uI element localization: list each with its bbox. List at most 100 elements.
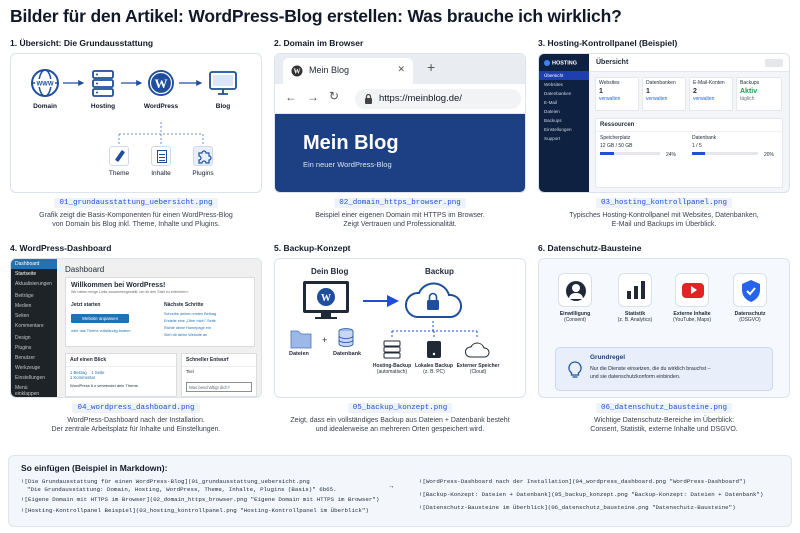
meter-value: 1 / 5 — [692, 143, 702, 149]
target-sub: (Cloud) — [469, 369, 487, 375]
filename-label: 06_datenschutz_bausteine.png — [595, 403, 733, 413]
subnode-label: Theme — [108, 170, 130, 177]
browser-tab[interactable]: W Mein Blog ✕ — [283, 58, 413, 84]
url-text: https://meinblog.de/ — [379, 93, 462, 104]
monitor-icon — [209, 71, 237, 95]
col-title: Nächste Schritte — [164, 302, 204, 308]
target-local: Lokales Backup (z. B. PC) — [409, 363, 459, 375]
stat-card[interactable]: E-Mail-Konten 2 verwalten — [689, 77, 733, 111]
back-icon[interactable]: ← — [285, 90, 297, 104]
new-tab-icon[interactable]: + — [427, 59, 436, 75]
stat-label: E-Mail-Konten — [693, 80, 725, 86]
glance-item[interactable]: 1 Kommentar — [70, 375, 96, 380]
forward-icon[interactable]: → — [307, 90, 319, 104]
section-backup: 5. Backup-Konzept Dein Blog Backup W + — [274, 243, 526, 435]
stat-link[interactable]: verwalten — [693, 96, 715, 102]
target-sub: (automatisch) — [376, 369, 408, 375]
next-step-link[interactable]: Erstelle eine „Über mich"-Seite — [164, 319, 216, 323]
hero-title: Mein Blog — [303, 132, 399, 154]
markdown-example-panel: So einfügen (Beispiel in Markdown): ![Di… — [8, 455, 792, 527]
subnode-label: Plugins — [192, 170, 214, 177]
wp-nav-item[interactable]: Startseite — [15, 271, 37, 277]
hosting-nav-item[interactable]: E-Mail — [544, 100, 558, 106]
markdown-line: ![Backup-Konzept: Dateien + Datenbank](0… — [419, 491, 764, 498]
wordpress-icon: W — [148, 70, 174, 96]
change-theme-link[interactable]: oder das Theme vollständig ändern — [71, 329, 131, 333]
block-dsgvo: Datenschutz (DSGVO) — [727, 273, 773, 323]
user-icon — [558, 273, 592, 307]
rule-text: Nur die Dienste einsetzen, die du wirkli… — [590, 366, 711, 372]
draft-content-input[interactable]: Was beschäftigt dich? — [186, 382, 252, 392]
description: Typisches Hosting-Kontrollpanel mit Webs… — [538, 211, 790, 230]
meter-percent: 24% — [666, 152, 677, 158]
hosting-nav-item[interactable]: Datenbanken — [544, 91, 572, 97]
wp-nav-item[interactable]: Benutzer — [15, 355, 36, 361]
markdown-line: ![Datenschutz-Bausteine im Überblick](06… — [419, 504, 736, 511]
server-icon — [383, 340, 401, 359]
address-bar[interactable]: https://meinblog.de/ — [355, 89, 521, 109]
subnode-inhalte: Inhalte — [147, 146, 175, 177]
glance-item[interactable]: 1 Seite — [91, 370, 105, 375]
filename-label: 03_hosting_kontrollpanel.png — [595, 198, 733, 208]
hosting-nav-item[interactable]: Backups — [544, 118, 562, 124]
markdown-line: "Die Grundausstattung: Domain, Hosting, … — [27, 486, 337, 493]
progress-fill — [692, 152, 706, 155]
stat-link[interactable]: verwalten — [599, 96, 621, 102]
wp-nav-item[interactable]: Menü einklappen — [15, 385, 40, 397]
stat-link[interactable]: verwalten — [646, 96, 668, 102]
cloud-lock-icon — [405, 282, 463, 318]
glance-text: WordPress 6.x verwendet dein Theme. — [70, 383, 139, 388]
node-label: Domain — [33, 103, 57, 110]
next-step-link[interactable]: Schreibe deinen ersten Beitrag — [164, 312, 217, 316]
welcome-subtitle: Wir haben einige Links zusammengestellt,… — [71, 290, 189, 294]
hosting-nav-item[interactable]: Einstellungen — [544, 127, 572, 133]
section-heading: 6. Datenschutz-Bausteine — [538, 243, 642, 253]
stat-card[interactable]: Backups Aktiv täglich — [736, 77, 782, 111]
svg-text:W: W — [294, 68, 301, 76]
block-sub: (YouTube, Maps) — [673, 317, 711, 323]
stat-card[interactable]: Datenbanken 1 verwalten — [642, 77, 686, 111]
page-title: Bilder für den Artikel: WordPress-Blog e… — [10, 6, 622, 26]
target-cloud: Externer Speicher (Cloud) — [452, 363, 504, 375]
section-heading: 5. Backup-Konzept — [274, 243, 351, 253]
resources-panel: Ressourcen Speicherplatz 12 GB / 50 GB 2… — [595, 118, 783, 188]
wp-nav-item[interactable]: Kommentare — [15, 323, 44, 329]
stat-link: täglich — [740, 96, 755, 102]
storage-meter: Speicherplatz 12 GB / 50 GB 24% — [600, 135, 686, 158]
tab-title: Mein Blog — [309, 65, 350, 75]
hosting-nav-item[interactable]: Übersicht — [539, 71, 589, 81]
wp-nav-item[interactable]: Plugins — [15, 345, 32, 351]
stat-value: 2 — [693, 88, 697, 95]
target-title: Hosting-Backup — [372, 363, 412, 369]
wp-nav-item[interactable]: Beiträge — [15, 293, 34, 299]
wp-nav-item[interactable]: Einstellungen — [15, 375, 46, 381]
hosting-nav-item[interactable]: Websites — [544, 82, 563, 88]
next-step-link[interactable]: Richte deine Homepage ein — [164, 326, 211, 330]
subnode-label: Inhalte — [151, 170, 171, 177]
markdown-line: ![Eigene Domain mit HTTPS im Browser](02… — [21, 496, 380, 503]
node-domain: WWW Domain — [25, 68, 65, 110]
welcome-col-next: Nächste Schritte Schreibe deinen ersten … — [164, 302, 252, 337]
reload-icon[interactable]: ↻ — [329, 89, 340, 103]
preview-grundausstattung: WWW Domain Hosting W WordPress — [10, 53, 262, 193]
account-menu[interactable] — [765, 59, 783, 67]
wp-nav-item[interactable]: Aktualisierungen — [15, 281, 52, 287]
next-step-link[interactable]: Sieh dir deine Website an — [164, 333, 208, 337]
wp-nav-item[interactable]: Dashboard — [11, 259, 57, 269]
filename-label: 04_wordpress_dashboard.png — [72, 403, 200, 413]
stat-card[interactable]: Websites 1 verwalten — [595, 77, 639, 111]
hosting-nav-item[interactable]: Support — [544, 136, 561, 142]
wp-nav-item[interactable]: Medien — [15, 303, 32, 309]
customize-site-button[interactable]: Website anpassen — [71, 314, 129, 323]
folder-icon — [290, 330, 312, 349]
wp-nav-item[interactable]: Design — [15, 335, 31, 341]
wp-nav-item[interactable]: Werkzeuge — [15, 365, 41, 371]
block-statistik: Statistik (z. B. Analytics) — [612, 273, 658, 323]
wp-nav-item[interactable]: Seiten — [15, 313, 30, 319]
close-icon[interactable]: ✕ — [397, 64, 405, 74]
section-heading: 1. Übersicht: Die Grundausstattung — [10, 38, 154, 48]
glance-item[interactable]: 1 Beitrag — [70, 370, 87, 375]
description: Wichtige Datenschutz-Bereiche im Überbli… — [538, 416, 790, 435]
hosting-nav-item[interactable]: Dateien — [544, 109, 560, 115]
bar-chart-icon — [618, 273, 652, 307]
